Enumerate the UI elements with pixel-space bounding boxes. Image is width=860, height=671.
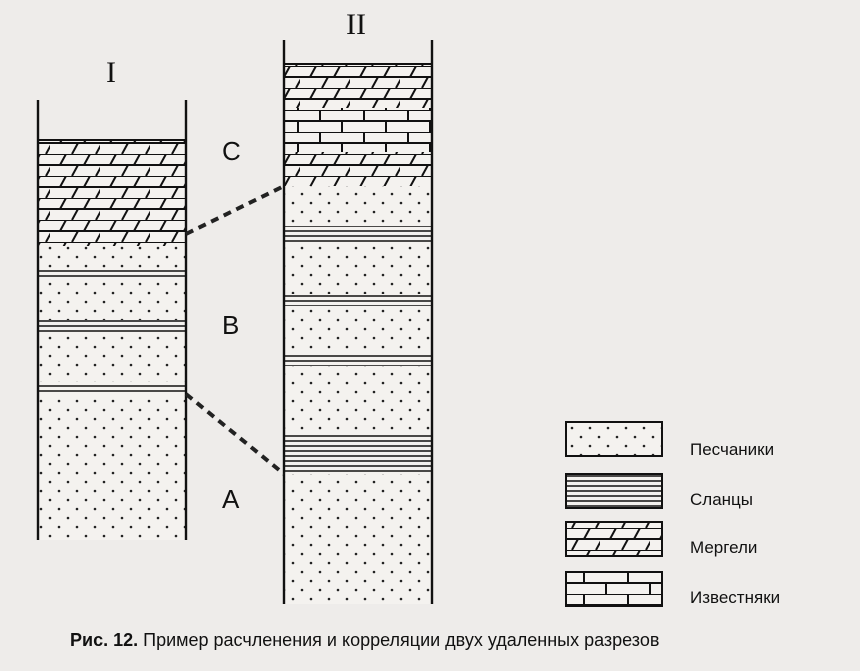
figure-caption: Рис. 12. Пример расчленения и корреляции…	[70, 630, 659, 651]
legend-label-shale: Сланцы	[690, 490, 753, 509]
column-2	[282, 40, 434, 604]
col-2-sandstone-layer	[284, 474, 432, 604]
legend-swatch-limestone	[565, 571, 663, 607]
col-2-marl-layer	[284, 64, 432, 108]
legend-label-sandstone: Песчаники	[690, 440, 775, 459]
col-2-shale-layer	[284, 352, 432, 366]
col-1-shale-layer	[38, 382, 186, 394]
figure-caption-number: Рис. 12.	[70, 630, 139, 650]
col-2-shale-layer	[284, 294, 432, 306]
col-1-marl-layer	[38, 140, 186, 246]
col-1-shale-layer	[38, 320, 186, 332]
correlation-line-ab	[184, 392, 286, 476]
unit-label-c: C	[222, 136, 241, 166]
col-2-marl-layer	[284, 152, 432, 186]
unit-label-b: B	[222, 310, 240, 340]
correlation-line-bc	[185, 184, 285, 236]
col-2-sandstone-layer	[284, 306, 432, 352]
column-2-heading: II	[346, 8, 366, 41]
col-1-sandstone-layer	[38, 394, 186, 540]
legend-swatch-sandstone	[565, 421, 663, 457]
column-1	[36, 100, 188, 540]
legend-swatch-marl	[565, 521, 663, 557]
col-1-shale-layer	[38, 268, 186, 280]
col-2-limestone-layer	[284, 108, 432, 152]
col-1-sandstone-layer	[38, 246, 186, 268]
legend	[565, 421, 663, 607]
col-2-sandstone-layer	[284, 186, 432, 226]
column-1-heading: I	[106, 56, 116, 89]
col-2-shale-layer	[284, 434, 432, 474]
col-2-shale-layer	[284, 226, 432, 244]
col-2-sandstone-layer	[284, 366, 432, 434]
legend-label-limestone: Известняки	[690, 588, 781, 607]
figure-caption-text: Пример расчленения и корреляции двух уда…	[143, 630, 660, 650]
col-1-sandstone-layer	[38, 280, 186, 320]
col-1-sandstone-layer	[38, 332, 186, 382]
legend-swatch-shale	[565, 473, 663, 509]
legend-label-marl: Мергели	[690, 538, 758, 557]
unit-label-a: A	[222, 484, 240, 514]
col-2-sandstone-layer	[284, 244, 432, 294]
